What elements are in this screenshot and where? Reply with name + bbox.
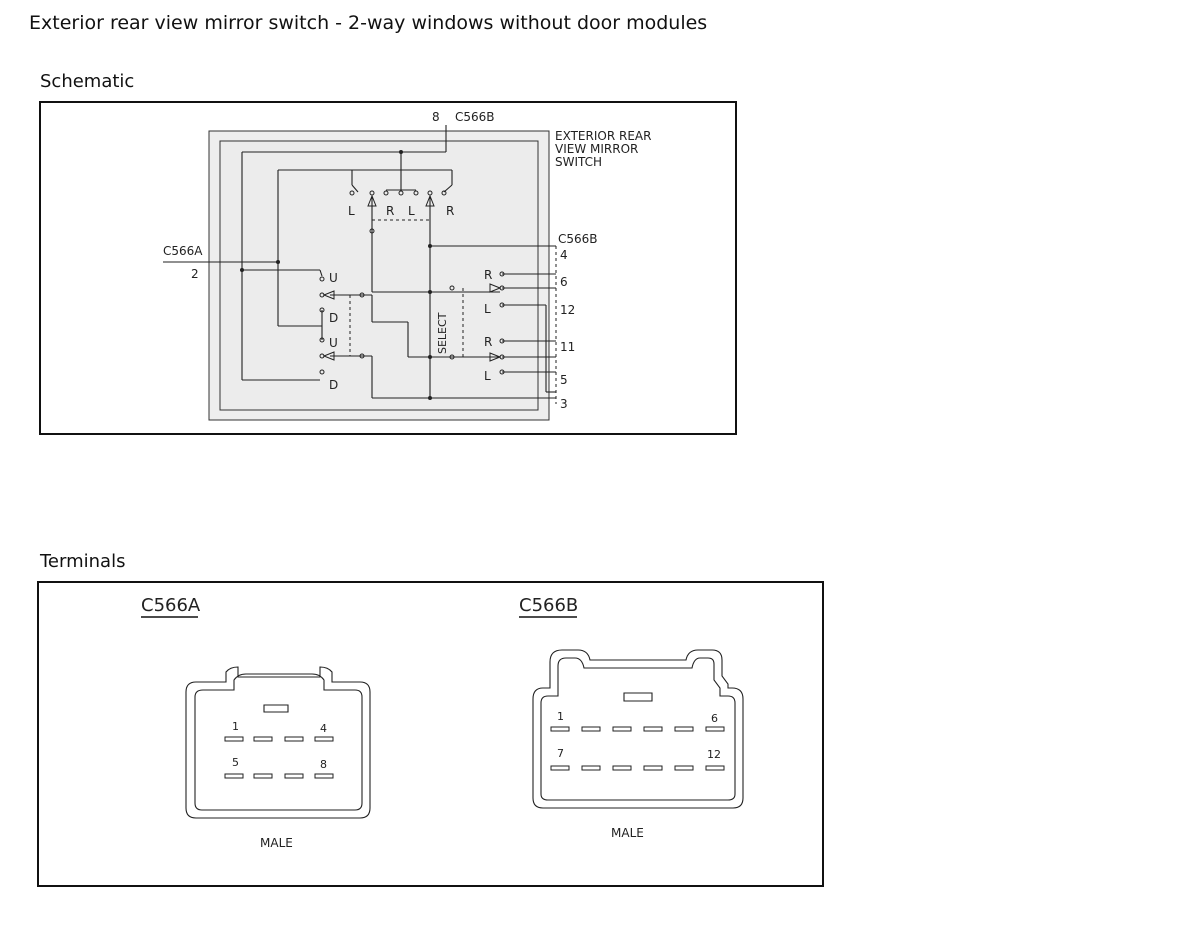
- select-text: SELECT: [436, 312, 449, 354]
- right-pin-4: 4: [560, 248, 568, 262]
- up-label-2: U: [329, 336, 338, 350]
- right-pin-12: 12: [560, 303, 575, 317]
- c566a-heading: C566A: [141, 595, 201, 616]
- terminals-panel: C566A 1 4 5 8 MALE C566B: [37, 581, 824, 887]
- c566b-pin-12: 12: [707, 748, 721, 761]
- top-pin-8: 8: [432, 110, 440, 124]
- left-pin-2: 2: [191, 267, 199, 281]
- select-label-r1: R: [386, 204, 394, 218]
- c566a-pin-8: 8: [320, 758, 327, 771]
- terminals-heading: Terminals: [40, 551, 126, 572]
- output-l2: L: [484, 369, 491, 383]
- c566a-pin-5: 5: [232, 756, 239, 769]
- page-title: Exterior rear view mirror switch - 2-way…: [29, 12, 708, 34]
- select-label-l1: L: [348, 204, 355, 218]
- right-pin-3: 3: [560, 397, 568, 411]
- right-pin-6: 6: [560, 275, 568, 289]
- c566b-pin-7: 7: [557, 747, 564, 760]
- down-label-1: D: [329, 311, 338, 325]
- svg-text:SWITCH: SWITCH: [555, 155, 602, 169]
- c566a-pin-1: 1: [232, 720, 239, 733]
- schematic-panel: 8 C566B EXTERIOR REAR VIEW MIRROR SWITCH…: [39, 101, 737, 435]
- svg-text:EXTERIOR REAR: EXTERIOR REAR: [555, 129, 651, 143]
- component-label: EXTERIOR REAR VIEW MIRROR SWITCH: [555, 129, 651, 169]
- c566a-connector: [185, 666, 371, 819]
- right-pin-5: 5: [560, 373, 568, 387]
- select-label-r2: R: [446, 204, 454, 218]
- svg-text:VIEW MIRROR: VIEW MIRROR: [555, 142, 638, 156]
- down-label-2: D: [329, 378, 338, 392]
- right-connector-c566b: C566B: [558, 232, 598, 246]
- up-label-1: U: [329, 271, 338, 285]
- c566a-pin-4: 4: [320, 722, 327, 735]
- right-pin-11: 11: [560, 340, 575, 354]
- top-connector-c566b: C566B: [455, 110, 495, 124]
- c566a-gender: MALE: [260, 836, 293, 850]
- c566b-pin-1: 1: [557, 710, 564, 723]
- c566b-heading: C566B: [519, 595, 578, 616]
- left-connector-c566a: C566A: [163, 244, 203, 258]
- c566b-connector: [532, 649, 744, 809]
- select-label-l2: L: [408, 204, 415, 218]
- schematic-heading: Schematic: [40, 71, 135, 92]
- output-r1: R: [484, 268, 492, 282]
- output-r2: R: [484, 335, 492, 349]
- c566b-pin-6: 6: [711, 712, 718, 725]
- c566b-gender: MALE: [611, 826, 644, 840]
- output-l1: L: [484, 302, 491, 316]
- schematic-wiring: [240, 150, 556, 400]
